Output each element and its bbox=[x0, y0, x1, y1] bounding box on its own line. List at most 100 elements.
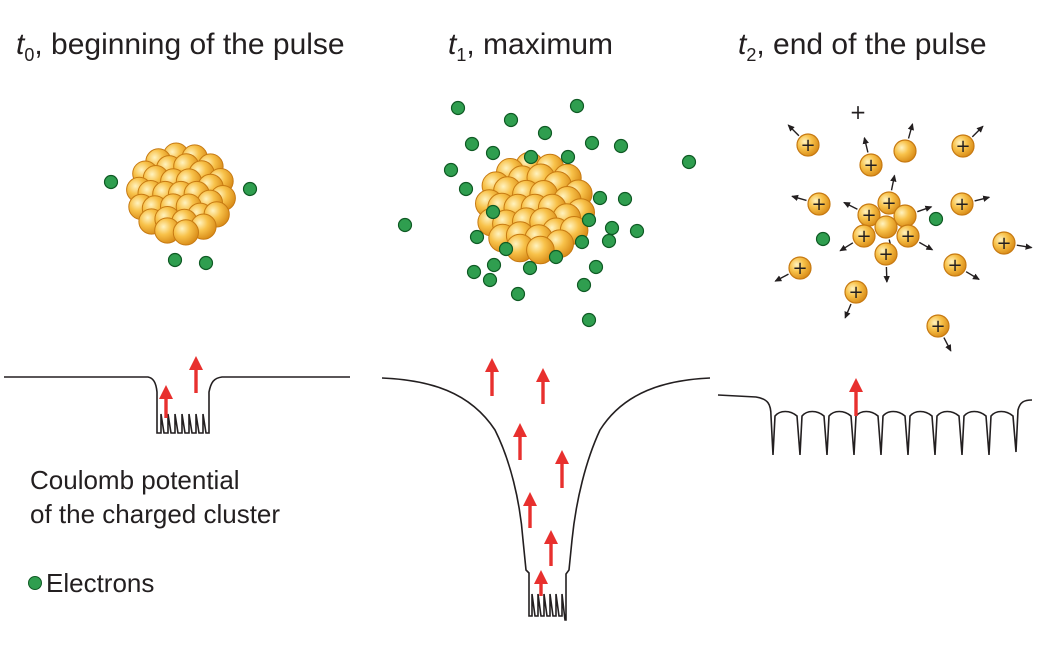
ion bbox=[796, 133, 820, 157]
trajectory-arrow bbox=[971, 125, 984, 138]
panel-title-t2: t2, end of the pulse bbox=[738, 28, 987, 65]
ion-charge-sign: + bbox=[947, 255, 962, 276]
electrons bbox=[103, 98, 944, 328]
trajectory-arrow bbox=[907, 123, 914, 139]
electron-legend-dot bbox=[28, 576, 42, 590]
trajectory-arrow bbox=[843, 201, 858, 210]
trajectory-arrow bbox=[839, 242, 854, 252]
red-arrows bbox=[159, 356, 863, 596]
electron bbox=[592, 190, 608, 206]
ion bbox=[874, 242, 898, 266]
electron bbox=[397, 217, 413, 233]
red-arrow-head bbox=[536, 368, 550, 382]
electron bbox=[548, 249, 564, 265]
ion-charge-sign: + bbox=[800, 135, 815, 156]
electron bbox=[482, 272, 498, 288]
electrons-legend-label: Electrons bbox=[46, 568, 155, 598]
electron bbox=[443, 162, 459, 178]
red-arrow-head bbox=[849, 378, 863, 392]
red-arrow-head bbox=[555, 450, 569, 464]
electron bbox=[464, 136, 480, 152]
potential-wells bbox=[4, 376, 1033, 621]
exploding-ions: ++++++++++++++++ bbox=[788, 100, 1016, 338]
electron bbox=[485, 204, 501, 220]
electron bbox=[242, 181, 258, 197]
trajectory-arrow bbox=[862, 136, 869, 153]
ion-charge-sign: + bbox=[848, 282, 863, 303]
potential-well-t1 bbox=[381, 377, 711, 621]
trajectory-arrow bbox=[774, 273, 789, 282]
electron bbox=[458, 181, 474, 197]
electron bbox=[928, 211, 944, 227]
trajectory-arrow bbox=[1016, 243, 1033, 250]
trajectory-arrow bbox=[883, 266, 890, 283]
electron bbox=[629, 223, 645, 239]
trajectory-arrow bbox=[890, 174, 897, 191]
electron bbox=[617, 191, 633, 207]
ion bbox=[852, 224, 876, 248]
ion-charge-sign: + bbox=[856, 226, 871, 247]
ion-charge-sign: + bbox=[900, 226, 915, 247]
ion-trajectory-arrows bbox=[774, 123, 1033, 352]
potential-well-t2 bbox=[717, 394, 1033, 456]
electron bbox=[681, 154, 697, 170]
ion-charge-sign: + bbox=[861, 205, 876, 226]
electron bbox=[466, 264, 482, 280]
ion bbox=[893, 204, 917, 228]
trajectory-arrow bbox=[943, 337, 952, 352]
trajectory-arrow bbox=[974, 195, 991, 202]
electron bbox=[103, 174, 119, 190]
electron bbox=[613, 138, 629, 154]
trajectory-arrow bbox=[787, 124, 800, 137]
ion-charge-sign: + bbox=[955, 136, 970, 157]
electron bbox=[523, 149, 539, 165]
electron bbox=[581, 212, 597, 228]
ion bbox=[788, 256, 812, 280]
ion bbox=[893, 139, 917, 163]
trajectory-arrow bbox=[917, 205, 933, 213]
electron bbox=[569, 98, 585, 114]
ion-charge-sign: + bbox=[881, 193, 896, 214]
panel-title-t1: t1, maximum bbox=[448, 28, 614, 65]
coulomb-potential-label: Coulomb potential of the charged cluster bbox=[30, 465, 281, 529]
trajectory-arrow bbox=[965, 271, 980, 281]
electron bbox=[574, 234, 590, 250]
trajectory-arrow bbox=[791, 194, 807, 202]
ion bbox=[844, 280, 868, 304]
ion bbox=[943, 253, 967, 277]
electron bbox=[604, 220, 620, 236]
ion-charge-sign: + bbox=[954, 194, 969, 215]
electron bbox=[503, 112, 519, 128]
electron bbox=[498, 241, 514, 257]
electron bbox=[469, 229, 485, 245]
ion-charge-sign: + bbox=[792, 258, 807, 279]
red-arrow-head bbox=[485, 358, 499, 372]
ion bbox=[877, 191, 901, 215]
ion bbox=[896, 224, 920, 248]
ion-sphere bbox=[172, 219, 199, 246]
electron bbox=[601, 233, 617, 249]
potential-well-t0 bbox=[4, 376, 350, 434]
electron bbox=[815, 231, 831, 247]
ion bbox=[951, 134, 975, 158]
ion-charge-sign: + bbox=[863, 155, 878, 176]
ion-charge-sign: + bbox=[878, 244, 893, 265]
ion bbox=[992, 231, 1016, 255]
red-arrow-head bbox=[159, 385, 173, 399]
electron bbox=[510, 286, 526, 302]
ion-sphere bbox=[526, 235, 555, 265]
ion-cluster-t0 bbox=[126, 142, 236, 246]
electron bbox=[588, 259, 604, 275]
electron bbox=[537, 125, 553, 141]
ion bbox=[926, 314, 950, 338]
ion-charge-sign: + bbox=[996, 233, 1011, 254]
electron bbox=[522, 260, 538, 276]
trajectory-arrow bbox=[844, 303, 852, 319]
red-arrow-head bbox=[189, 356, 203, 370]
electron bbox=[485, 145, 501, 161]
ion-charge-sign: + bbox=[930, 316, 945, 337]
electron bbox=[198, 255, 214, 271]
electron bbox=[450, 100, 466, 116]
electron bbox=[486, 257, 502, 273]
